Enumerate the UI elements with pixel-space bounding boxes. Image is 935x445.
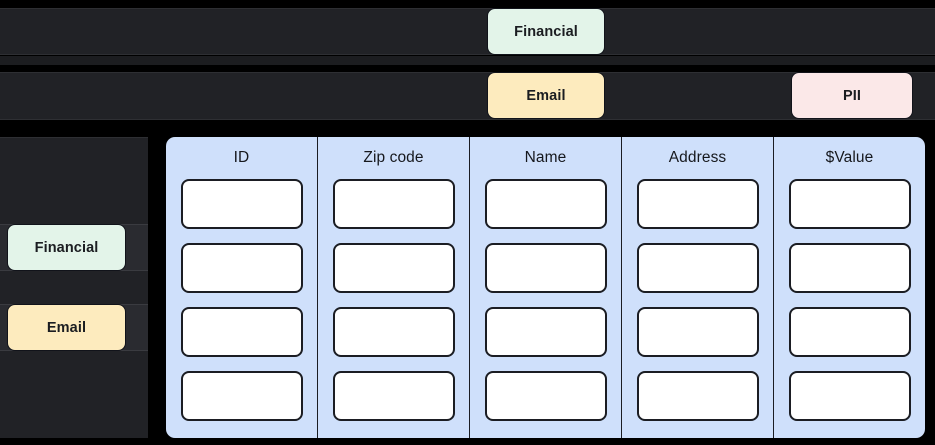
table-cell[interactable] [180, 243, 303, 293]
table-cell[interactable] [788, 371, 911, 421]
column-header: Address [668, 149, 727, 166]
column-header: ID [233, 149, 250, 166]
table-cell[interactable] [332, 243, 455, 293]
column-cells [622, 179, 773, 421]
table-cell[interactable] [788, 307, 911, 357]
table-cell[interactable] [180, 307, 303, 357]
sidebar-item-financial[interactable]: Financial [7, 224, 126, 271]
tag-track-financial[interactable] [0, 8, 935, 55]
tag-chip-email[interactable]: Email [487, 72, 605, 119]
table-cell[interactable] [636, 243, 759, 293]
table-column-zip-code[interactable]: Zip code [317, 137, 469, 438]
table-cell[interactable] [180, 371, 303, 421]
table-cell[interactable] [788, 179, 911, 229]
table-column-value[interactable]: $Value [773, 137, 925, 438]
table-cell[interactable] [636, 371, 759, 421]
table-cell[interactable] [180, 179, 303, 229]
tag-track-email[interactable] [0, 72, 935, 120]
track-divider [0, 56, 935, 65]
table-cell[interactable] [636, 179, 759, 229]
column-cells [166, 179, 317, 421]
column-header: Zip code [363, 149, 424, 166]
table-cell[interactable] [332, 371, 455, 421]
table-cell[interactable] [788, 243, 911, 293]
sidebar-item-email[interactable]: Email [7, 304, 126, 351]
table-cell[interactable] [636, 307, 759, 357]
tag-chip-financial[interactable]: Financial [487, 8, 605, 55]
tag-sidebar-panel [0, 137, 148, 443]
table-cell[interactable] [484, 243, 607, 293]
table-cell[interactable] [484, 179, 607, 229]
table-cell[interactable] [484, 307, 607, 357]
table-column-address[interactable]: Address [621, 137, 773, 438]
tag-chip-pii[interactable]: PII [791, 72, 913, 119]
column-header: $Value [825, 149, 874, 166]
column-cells [470, 179, 621, 421]
column-header: Name [524, 149, 567, 166]
table-cell[interactable] [332, 179, 455, 229]
data-table: ID Zip code Name [166, 137, 925, 438]
bottom-strip [0, 438, 935, 445]
column-cells [318, 179, 469, 421]
table-column-name[interactable]: Name [469, 137, 621, 438]
table-cell[interactable] [332, 307, 455, 357]
table-column-id[interactable]: ID [166, 137, 317, 438]
table-cell[interactable] [484, 371, 607, 421]
column-cells [774, 179, 925, 421]
